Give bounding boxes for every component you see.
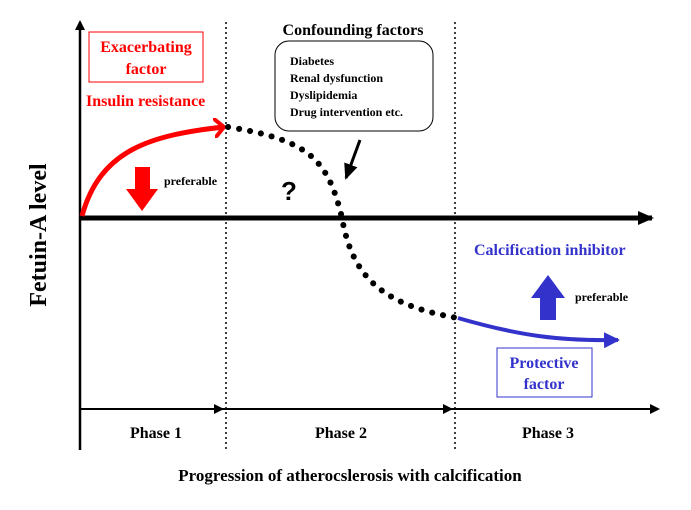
insulin-resistance-label: Insulin resistance (86, 93, 205, 110)
exacerbating-box-line2: factor (126, 61, 167, 78)
confounding-title: Confounding factors (283, 22, 424, 39)
preferable-label-right: preferable (575, 290, 629, 304)
dotted-curve (225, 124, 461, 321)
protective-box-line1: Protective (510, 355, 579, 372)
confounding-item-diabetes: Diabetes (290, 54, 334, 68)
protective-box-line2: factor (524, 376, 565, 393)
question-mark: ? (281, 176, 297, 206)
confounding-box (274, 40, 434, 132)
confounding-item-renal: Renal dysfunction (290, 71, 383, 85)
x-axis-label: Progression of atherocslerosis with calc… (178, 466, 522, 485)
preferable-label-left: preferable (164, 174, 218, 188)
confounding-arrow (344, 139, 362, 180)
blue-curve (457, 316, 620, 349)
calcification-inhibitor-label: Calcification inhibitor (474, 242, 626, 259)
confounding-item-dyslipidemia: Dyslipidemia (290, 88, 357, 102)
phase-1-label: Phase 1 (130, 425, 182, 442)
red-down-arrow (126, 167, 158, 211)
phase-3-label: Phase 3 (522, 425, 574, 442)
y-axis-label: Fetuin-A level (26, 163, 52, 307)
red-curve (79, 127, 224, 217)
exacerbating-box-line1: Exacerbating (100, 39, 192, 56)
protective-box (496, 347, 593, 398)
blue-up-arrow (531, 275, 565, 320)
confounding-item-drug: Drug intervention etc. (290, 105, 403, 119)
phase-2-label: Phase 2 (315, 425, 367, 442)
exacerbating-box (88, 31, 204, 83)
